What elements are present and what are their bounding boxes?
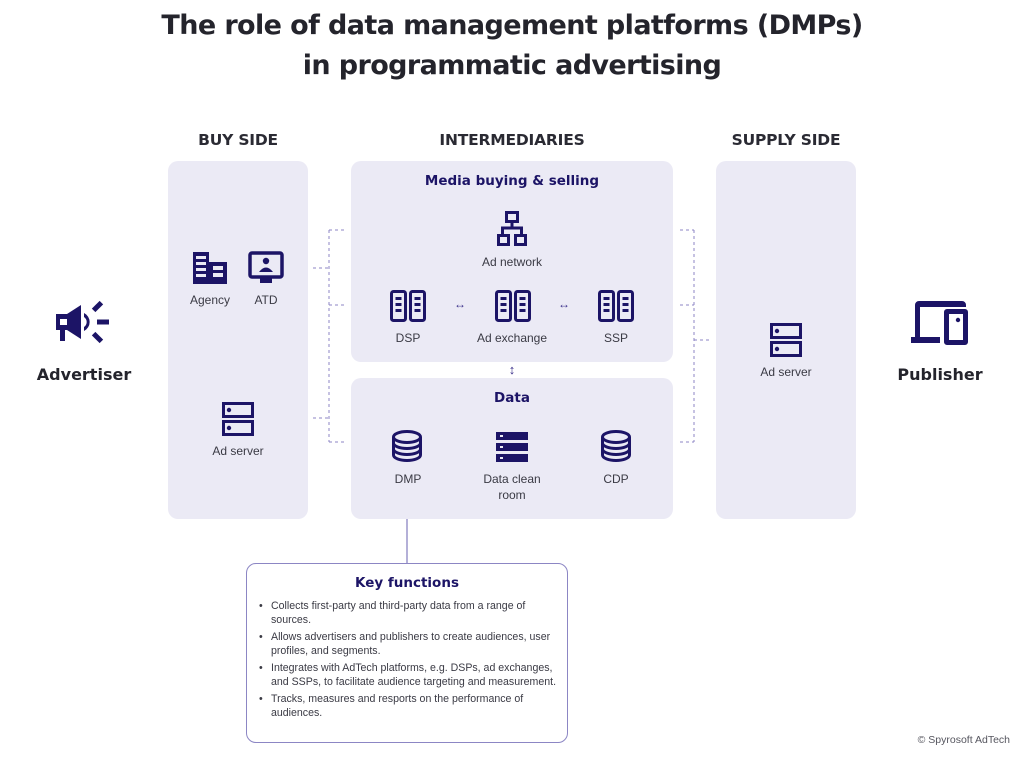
dmp-database-icon [391, 430, 423, 462]
ad-exchange-label: Ad exchange [476, 331, 548, 345]
megaphone-icon [53, 299, 113, 347]
data-clean-room-label: Data clean room [462, 471, 562, 503]
key-function-item: Collects first-party and third-party dat… [259, 600, 559, 627]
key-functions-title: Key functions [355, 575, 459, 591]
diagram-title: The role of data management platforms (D… [0, 6, 1024, 86]
buy-ad-server-label: Ad server [212, 444, 264, 458]
atd-label: ATD [254, 293, 278, 307]
heading-buy-side: BUY SIDE [198, 131, 278, 149]
data-clean-room-label-line1: Data clean [483, 472, 541, 486]
media-panel-title: Media buying & selling [424, 173, 600, 189]
publisher-label: Publisher [897, 365, 983, 384]
agency-label: Agency [189, 293, 231, 307]
copyright-notice: © Spyrosoft AdTech [917, 734, 1010, 746]
ad-exchange-server-rack-icon [495, 290, 531, 322]
data-clean-room-storage-icon [496, 432, 528, 462]
network-hierarchy-icon [497, 211, 527, 247]
key-function-item: Integrates with AdTech platforms, e.g. D… [259, 662, 559, 689]
supply-ad-server-label: Ad server [760, 365, 812, 379]
title-line-1: The role of data management platforms (D… [161, 10, 863, 41]
media-buying-selling-panel [351, 161, 673, 362]
cdp-label: CDP [603, 472, 629, 486]
title-line-2: in programmatic advertising [302, 50, 722, 81]
dmp-label: DMP [394, 472, 422, 486]
heading-intermediaries: INTERMEDIARIES [439, 131, 585, 149]
supply-side-panel [716, 161, 856, 519]
dsp-label: DSP [395, 331, 421, 345]
server-icon [222, 402, 254, 436]
data-clean-room-label-line2: room [498, 488, 526, 502]
key-function-item: Tracks, measures and resports on the per… [259, 693, 559, 720]
cdp-database-icon [600, 430, 632, 462]
buy-side-panel [168, 161, 308, 519]
exchange-ssp-arrow-icon: ↔ [558, 297, 570, 311]
supply-server-icon [770, 323, 802, 357]
monitor-user-icon [248, 251, 284, 285]
key-functions-box: Key functions Collects first-party and t… [246, 563, 568, 743]
building-icon [193, 252, 229, 284]
data-panel-title: Data [494, 390, 530, 406]
ssp-label: SSP [603, 331, 628, 345]
media-data-arrow-icon: ↕ [508, 362, 516, 377]
heading-supply-side: SUPPLY SIDE [731, 131, 841, 149]
ssp-server-rack-icon [598, 290, 634, 322]
dsp-server-rack-icon [390, 290, 426, 322]
advertiser-label: Advertiser [36, 365, 132, 384]
key-functions-list: Collects first-party and third-party dat… [259, 600, 559, 724]
devices-icon [910, 299, 970, 347]
key-function-item: Allows advertisers and publishers to cre… [259, 631, 559, 658]
ad-network-label: Ad network [481, 255, 543, 269]
dsp-exchange-arrow-icon: ↔ [454, 297, 466, 311]
